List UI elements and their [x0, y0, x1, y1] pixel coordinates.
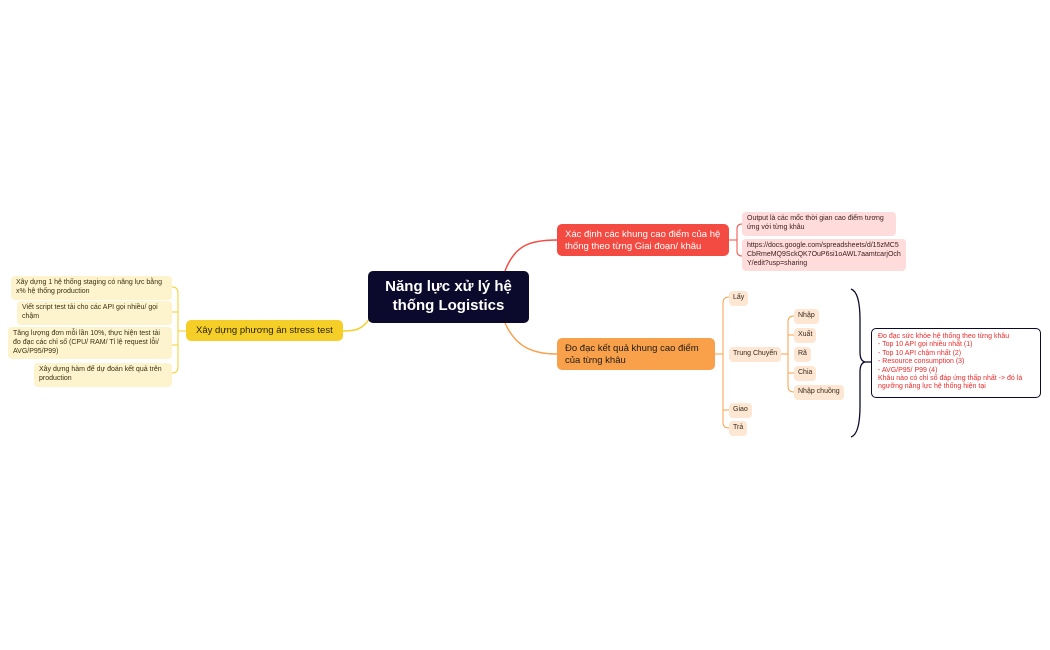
subtopic-label: Chia [798, 369, 813, 376]
note-line: - AVG/P95/ P99 (4) [878, 366, 938, 374]
subtopic-increase-load[interactable]: Tăng lượng đơn mỗi lần 10%, thực hiện te… [8, 327, 172, 360]
root-topic-label: Năng lực xử lý hệ thống Logistics [385, 278, 512, 314]
subtopic-giao[interactable]: Giao [729, 403, 752, 418]
subtopic-nhap[interactable]: Nhập [794, 309, 819, 324]
subtopic-ra[interactable]: Rã [794, 347, 811, 362]
subtopic-label: Giao [733, 406, 748, 413]
subtopic-prediction-function[interactable]: Xây dựng hàm để dự đoán kết quả trên pro… [34, 363, 172, 387]
branch-identify-peaks[interactable]: Xác định các khung cao điểm của hệ thống… [557, 224, 729, 256]
subtopic-label: Lấy [733, 294, 745, 301]
note-line: - Top 10 API gọi nhiều nhất (1) [878, 341, 973, 349]
subtopic-label: Viết script test tải cho các API gọi nhi… [22, 304, 158, 320]
subtopic-spreadsheet-link[interactable]: https://docs.google.com/spreadsheets/d/1… [742, 239, 906, 272]
subtopic-staging-system[interactable]: Xây dựng 1 hệ thống staging có năng lực … [11, 276, 172, 300]
summary-note[interactable]: Đo đạc sức khỏe hệ thống theo từng khâu … [871, 328, 1041, 398]
note-line: ngưỡng năng lực hệ thống hiện tại [878, 383, 986, 391]
subtopic-label: Trung Chuyển [733, 350, 778, 357]
subtopic-chia[interactable]: Chia [794, 366, 817, 381]
branch-stress-test[interactable]: Xây dựng phương án stress test [186, 320, 343, 341]
branch-measure-peaks[interactable]: Đo đạc kết quả khung cao điểm của từng k… [557, 338, 715, 370]
link-text[interactable]: https://docs.google.com/spreadsheets/d/1… [747, 242, 901, 267]
subtopic-label: Xây dựng 1 hệ thống staging có năng lực … [16, 279, 162, 295]
note-line: - Resource consumption (3) [878, 358, 965, 366]
subtopic-trung-chuyen[interactable]: Trung Chuyển [729, 347, 782, 362]
subtopic-label: Output là các mốc thời gian cao điểm tươ… [747, 215, 884, 231]
subtopic-load-script[interactable]: Viết script test tải cho các API gọi nhi… [17, 301, 172, 325]
branch-label: Đo đạc kết quả khung cao điểm của từng k… [565, 343, 699, 366]
subtopic-label: Rã [798, 350, 807, 357]
note-line: - Top 10 API chậm nhất (2) [878, 349, 962, 357]
subtopic-label: Xây dựng hàm để dự đoán kết quả trên pro… [39, 366, 162, 382]
subtopic-label: Trả [733, 424, 744, 431]
subtopic-xuat[interactable]: Xuất [794, 328, 817, 343]
subtopic-lay[interactable]: Lấy [729, 291, 749, 306]
subtopic-nhap-chuong[interactable]: Nhập chuồng [794, 385, 844, 400]
note-line: Khâu nào có chỉ số đáp ứng thấp nhất -> … [878, 374, 1023, 382]
root-topic[interactable]: Năng lực xử lý hệ thống Logistics [368, 271, 529, 323]
note-line: Đo đạc sức khỏe hệ thống theo từng khâu [878, 333, 1010, 340]
subtopic-output-note[interactable]: Output là các mốc thời gian cao điểm tươ… [742, 212, 896, 236]
subtopic-tra[interactable]: Trả [729, 421, 748, 436]
branch-label: Xây dựng phương án stress test [196, 324, 333, 336]
branch-label: Xác định các khung cao điểm của hệ thống… [565, 229, 721, 252]
subtopic-label: Xuất [798, 331, 813, 338]
subtopic-label: Nhập chuồng [798, 388, 840, 395]
subtopic-label: Nhập [798, 312, 815, 319]
subtopic-label: Tăng lượng đơn mỗi lần 10%, thực hiện te… [13, 330, 160, 355]
